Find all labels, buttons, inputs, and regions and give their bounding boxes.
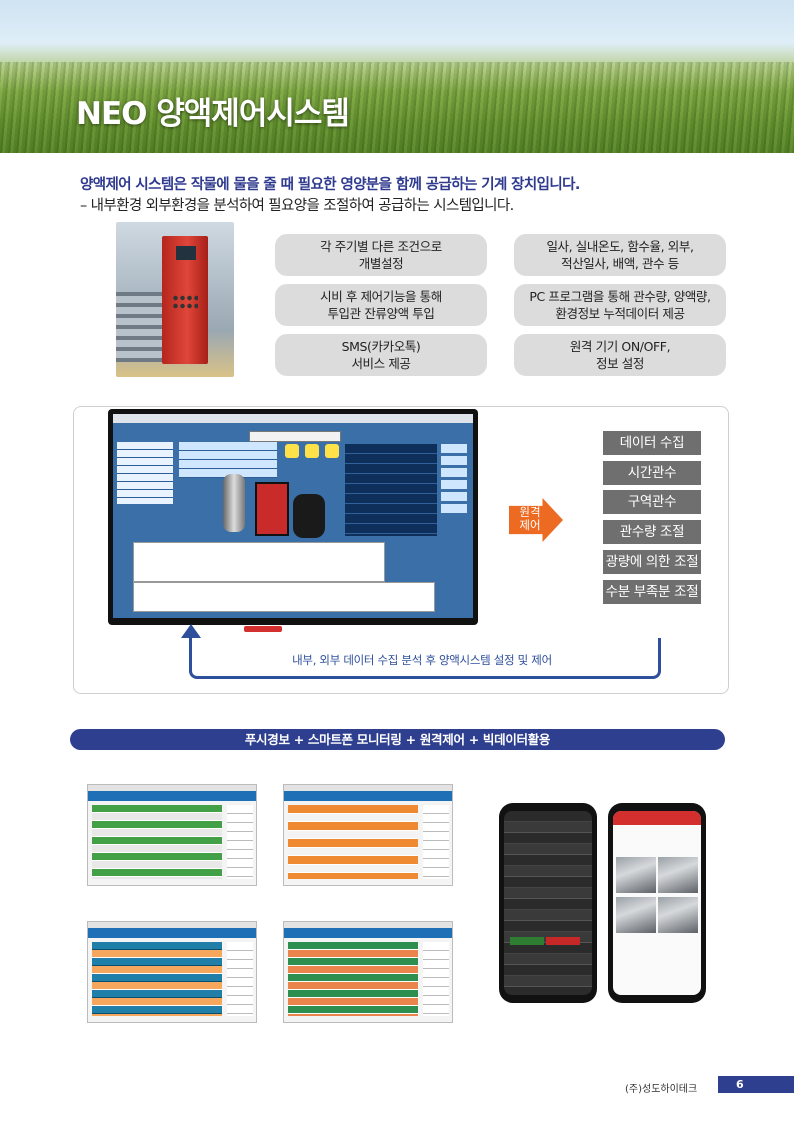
company-name: (주)성도하이테크: [625, 1084, 698, 1095]
page-title: NEO 양액제어시스템: [76, 96, 350, 132]
tank-icon: [223, 474, 245, 532]
window-titlebar: [284, 922, 452, 928]
monitor-setting-table: [179, 442, 277, 478]
software-screenshot: [283, 784, 453, 886]
camera-feed: [616, 897, 656, 933]
phone-screen: [504, 811, 592, 995]
function-label: 구역관수: [603, 490, 701, 514]
red-cabinet: [162, 236, 208, 364]
feature-pill: 각 주기별 다른 조건으로 개별설정: [275, 234, 487, 276]
monitor-side-buttons: [441, 444, 467, 516]
side-menu: [227, 805, 253, 879]
feature-pill: 일사, 실내온도, 함수율, 외부, 적산일사, 배액, 관수 등: [514, 234, 726, 276]
remote-label: 원격 제어: [519, 505, 541, 532]
feedback-loop-arrow: [189, 638, 661, 679]
side-menu: [423, 805, 449, 879]
data-grid: [288, 942, 418, 1016]
feature-pill: PC 프로그램을 통해 관수량, 양액량, 환경정보 누적데이터 제공: [514, 284, 726, 326]
flow-caption: 내부, 외부 데이터 수집 분석 후 양액시스템 설정 및 제어: [292, 653, 552, 667]
feature-pill: 원격 기기 ON/OFF, 정보 설정: [514, 334, 726, 376]
data-grid: [92, 805, 222, 879]
data-grid: [92, 942, 222, 1016]
intro-lead: 양액제어 시스템은 작물에 물을 줄 때 필요한 영양분을 함께 공급하는 기계…: [80, 177, 580, 193]
off-button: [546, 937, 580, 945]
feature-pill: 시비 후 제어기능을 통해 투입관 잔류양액 투입: [275, 284, 487, 326]
cabinet-screen: [176, 246, 196, 260]
function-label: 데이터 수집: [603, 431, 701, 455]
page-number: 6: [718, 1076, 794, 1093]
controller-photo: [116, 222, 234, 377]
phone-screen: [613, 811, 701, 995]
phone-header: [613, 811, 701, 825]
nutrient-tank-icon: [293, 494, 325, 538]
light-icon: [285, 444, 299, 458]
intro-sub: – 내부환경 외부환경을 분석하여 필요양을 조절하여 공급하는 시스템입니다.: [80, 198, 514, 214]
on-button: [510, 937, 544, 945]
light-icon: [305, 444, 319, 458]
side-menu: [227, 942, 253, 1016]
camera-feed: [616, 857, 656, 893]
side-menu: [423, 942, 449, 1016]
monitor-screenshot: [108, 409, 478, 625]
camera-feed: [658, 857, 698, 893]
function-label: 관수량 조절: [603, 520, 701, 544]
data-grid: [288, 805, 418, 879]
monitor-zone-table: [345, 444, 437, 536]
function-label: 시간관수: [603, 461, 701, 485]
smartphone-cctv: [608, 803, 706, 1003]
window-titlebar: [88, 922, 256, 928]
window-header: [88, 791, 256, 801]
pipe-rack: [116, 292, 162, 362]
light-icon: [325, 444, 339, 458]
camera-feed: [658, 897, 698, 933]
feature-banner: 푸시경보 + 스마트폰 모니터링 + 원격제어 + 빅데이터활용: [70, 729, 725, 750]
monitor-stand: [244, 626, 282, 632]
monitor-header: [249, 431, 341, 442]
monitor-screen: [113, 414, 473, 618]
mixer-box: [255, 482, 289, 536]
software-screenshot: [87, 921, 257, 1023]
hero-banner: NEO 양액제어시스템: [0, 0, 794, 153]
software-screenshot: [87, 784, 257, 886]
monitor-chart-lower: [133, 582, 435, 612]
window-header: [284, 928, 452, 938]
window-titlebar: [284, 785, 452, 791]
grass-field-image: [0, 62, 794, 153]
window-header: [284, 791, 452, 801]
window-header: [88, 928, 256, 938]
monitor-status-table: [117, 442, 173, 504]
arrow-head-icon: [181, 624, 201, 638]
monitor-chart-upper: [133, 542, 385, 582]
smartphone-monitoring: [499, 803, 597, 1003]
function-label: 광량에 의한 조절: [603, 550, 701, 574]
monitor-titlebar: [113, 414, 473, 423]
window-titlebar: [88, 785, 256, 791]
feature-pill: SMS(카카오톡) 서비스 제공: [275, 334, 487, 376]
cabinet-buttons: [172, 294, 198, 310]
function-label: 수분 부족분 조절: [603, 580, 701, 604]
software-screenshot: [283, 921, 453, 1023]
